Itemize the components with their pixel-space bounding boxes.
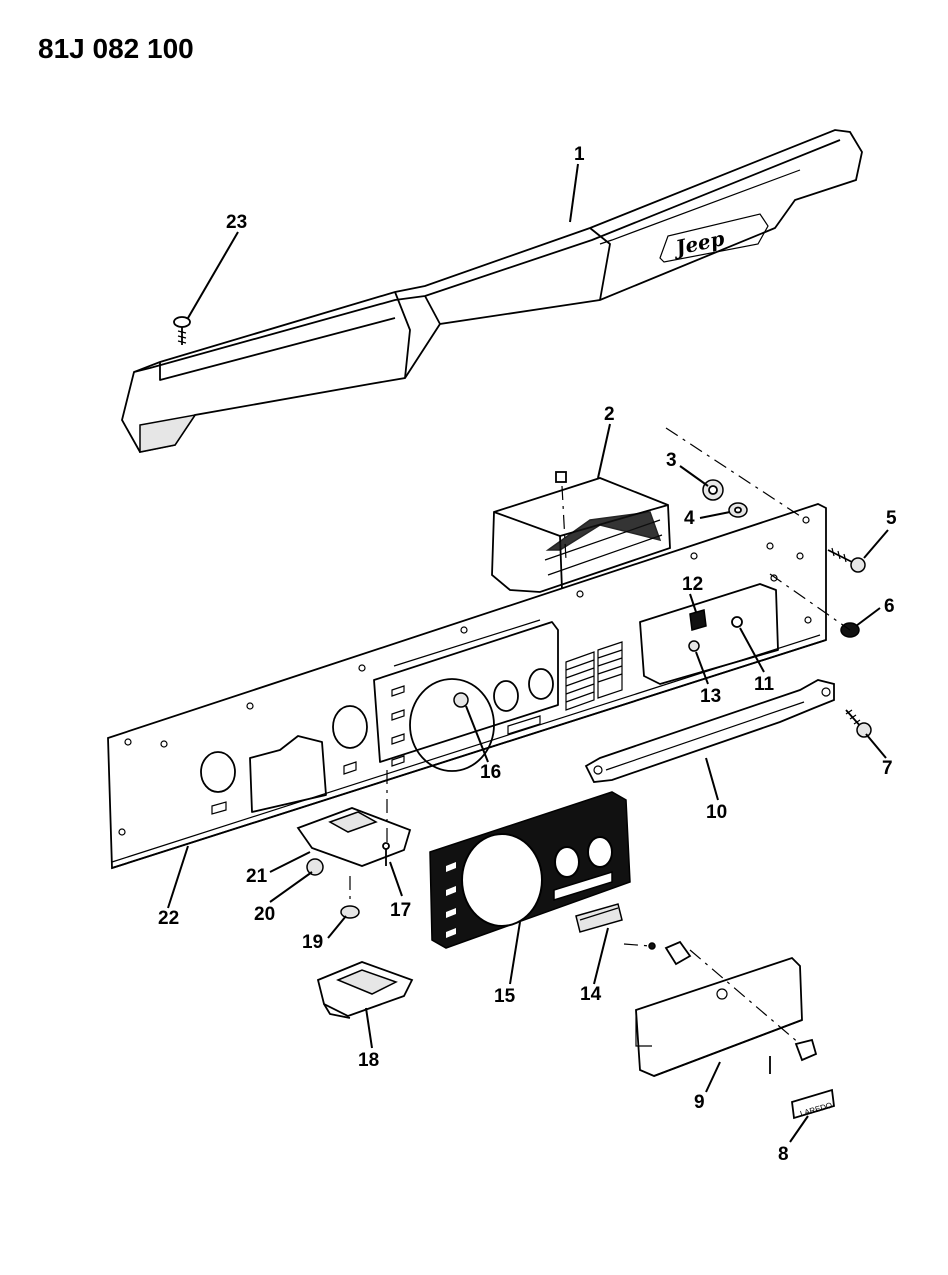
clip-part-12: [689, 609, 707, 631]
laredo-badge-part-8: LAREDO: [791, 1088, 835, 1120]
label-6: 6: [884, 596, 895, 617]
ashtray-part-18: [316, 961, 414, 1019]
leader-lines: [167, 163, 889, 1143]
washer-part-4: [728, 502, 748, 518]
nut-part-3: [702, 479, 724, 501]
label-11: 11: [754, 674, 775, 695]
label-14: 14: [580, 984, 602, 1005]
lens-part-14: [575, 903, 623, 933]
grab-handle-part-10: [584, 679, 835, 783]
dash-pad-part-1: Jeep: [121, 129, 863, 454]
label-22: 22: [158, 908, 179, 929]
label-17: 17: [390, 900, 411, 921]
cap-part-19: [340, 905, 360, 919]
bolt-part-5: [827, 547, 866, 573]
label-23: 23: [226, 212, 247, 233]
screw-part-11: [731, 616, 743, 628]
label-3: 3: [666, 450, 677, 471]
nut-part-13: [688, 640, 700, 652]
label-10: 10: [706, 802, 727, 823]
label-4: 4: [684, 508, 695, 529]
label-12: 12: [682, 574, 703, 595]
label-9: 9: [694, 1092, 705, 1113]
label-13: 13: [700, 686, 721, 707]
glovebox-door-part-9: [635, 940, 818, 1077]
knob-part-16: [453, 692, 469, 708]
part-labels: 1 23 2 3 4 5 6 7 8 9 10 11 12 13 14 15 1…: [158, 144, 897, 1165]
figure-id: 81J 082 100: [38, 33, 194, 64]
label-21: 21: [246, 866, 268, 887]
screw-part-17: [382, 842, 390, 866]
centerline-clip: [561, 485, 567, 561]
bracket-part-21: [296, 807, 412, 867]
label-15: 15: [494, 986, 516, 1007]
centerline-upper-right: [665, 427, 801, 517]
label-1: 1: [574, 144, 585, 165]
ball-part-20: [306, 858, 324, 876]
label-16: 16: [480, 762, 501, 783]
label-18: 18: [358, 1050, 379, 1071]
label-19: 19: [302, 932, 323, 953]
screw-part-23: [173, 316, 191, 345]
instrument-panel-part-22: [107, 503, 827, 870]
label-5: 5: [886, 508, 897, 529]
label-7: 7: [882, 758, 893, 779]
label-2: 2: [604, 404, 615, 425]
label-8: 8: [778, 1144, 789, 1165]
centerline-lens: [623, 943, 651, 947]
cluster-bezel-part-15: [429, 791, 631, 949]
label-20: 20: [254, 904, 275, 925]
centerline-latch: [689, 949, 801, 1045]
screw-part-7: [845, 709, 872, 738]
glovebox-housing-part-2: [491, 471, 671, 593]
